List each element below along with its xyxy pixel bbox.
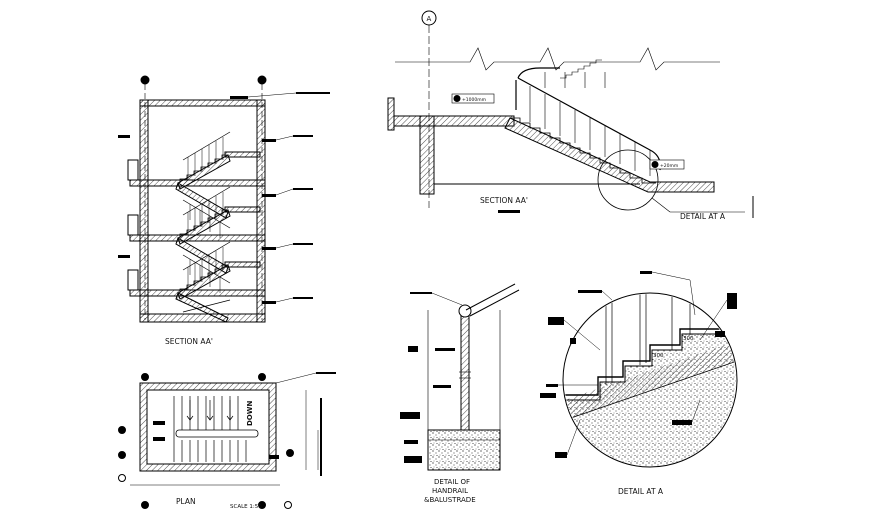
- level-tag-2: +20mm: [660, 163, 678, 169]
- grid-bubble-label: A: [427, 15, 432, 23]
- handrail-title-line1: DETAIL OF: [434, 478, 470, 486]
- grid-bubble-icon: [286, 449, 294, 457]
- ground-slab: [139, 313, 266, 323]
- grid-bubble-icon: [257, 75, 267, 85]
- grid-bubble-icon: [141, 501, 149, 509]
- handrail-detail-view: [400, 283, 520, 471]
- section-left-title: SECTION AA': [165, 337, 213, 346]
- handrail-title-line2: HANDRAIL: [432, 487, 468, 495]
- detail-a-dim-2: 300: [683, 336, 694, 342]
- plan-scale: SCALE 1:50: [230, 504, 262, 510]
- level-tag-1: +1000mm: [462, 97, 486, 103]
- plan-view: [118, 372, 336, 509]
- grid-bubble-icon: [118, 426, 126, 434]
- detail-callout-label: DETAIL AT A: [680, 212, 726, 221]
- detail-a-title: DETAIL AT A: [618, 487, 664, 496]
- detail-circle: [562, 292, 738, 468]
- plan-down-label: DOWN: [246, 401, 254, 426]
- detail-a-view: [540, 271, 738, 468]
- detail-a-dim-1: 300: [653, 353, 664, 359]
- roof-slab: [139, 99, 266, 107]
- top-section-view: [387, 10, 754, 218]
- floor-slab: [129, 234, 266, 242]
- grid-bubble-icon: [118, 451, 126, 459]
- handrail-title-line3: &BALUSTRADE: [424, 496, 476, 504]
- section-top-title: SECTION AA': [480, 196, 528, 205]
- left-section-view: [118, 75, 330, 323]
- grid-bubble-icon: [258, 501, 266, 509]
- grid-bubble-icon: [141, 373, 149, 381]
- floor-slab: [129, 179, 266, 187]
- floor-slab: [129, 289, 266, 297]
- grid-bubble-icon: [258, 373, 266, 381]
- left-wall: [139, 99, 149, 323]
- detail-callout-circle: [597, 149, 659, 211]
- grid-bubble-icon: [140, 75, 150, 85]
- base-slab: [427, 429, 501, 471]
- plan-title: PLAN: [176, 497, 196, 506]
